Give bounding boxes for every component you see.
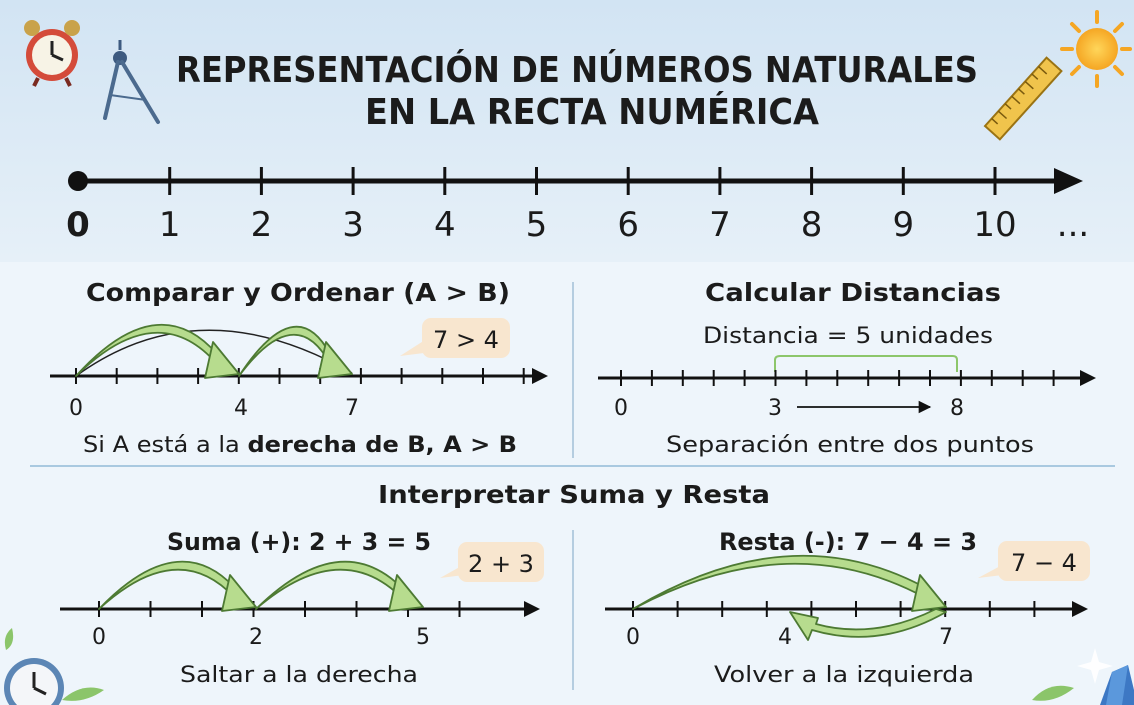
main-tick-label: 6 bbox=[617, 205, 639, 245]
main-tick-label: 2 bbox=[251, 205, 273, 245]
distance-caption: Separación entre dos puntos bbox=[666, 433, 1034, 458]
sub-arrow-back bbox=[789, 608, 947, 641]
sub-bubble: 7 − 4 bbox=[978, 541, 1090, 581]
crystal-icon bbox=[1100, 665, 1134, 705]
main-tick-label: 3 bbox=[342, 205, 364, 245]
ruler-icon bbox=[983, 56, 1063, 141]
compare-caption-bold: derecha de B, A > B bbox=[247, 433, 517, 458]
sub-bubble-text: 7 − 4 bbox=[1011, 549, 1077, 577]
compare-caption: Si A está a la derecha de B, A > B bbox=[83, 433, 517, 458]
distance-label: 0 bbox=[614, 396, 628, 421]
sum-caption: Saltar a la derecha bbox=[180, 663, 418, 688]
sum-arrow-2-head bbox=[388, 574, 424, 612]
sum-label: 5 bbox=[416, 625, 430, 650]
compare-bubble: 7 > 4 bbox=[400, 318, 510, 358]
sun-icon bbox=[1060, 10, 1132, 88]
sub-label: 4 bbox=[778, 625, 792, 650]
compare-label: 4 bbox=[234, 396, 248, 421]
sum-number-line: 0 2 5 bbox=[60, 560, 540, 650]
sub-label: 7 bbox=[939, 625, 953, 650]
compare-label: 0 bbox=[69, 396, 83, 421]
main-tick-label: 5 bbox=[526, 205, 548, 245]
header-background bbox=[0, 0, 1134, 262]
main-tick-label: 7 bbox=[709, 205, 731, 245]
sum-bubble: 2 + 3 bbox=[440, 542, 544, 582]
sum-title: Suma (+): 2 + 3 = 5 bbox=[167, 528, 431, 556]
distance-subtitle: Distancia = 5 unidades bbox=[703, 324, 993, 349]
sum-label: 2 bbox=[249, 625, 263, 650]
compare-arrow-1-head bbox=[204, 341, 240, 379]
alarm-clock-icon bbox=[24, 20, 80, 87]
main-tick-label: 10 bbox=[973, 205, 1016, 245]
compare-arrow-2-head bbox=[317, 341, 353, 379]
sparkle-icon bbox=[1077, 648, 1113, 684]
distance-number-line: 0 3 8 bbox=[598, 370, 1096, 421]
compare-label: 7 bbox=[345, 396, 359, 421]
sum-bubble-text: 2 + 3 bbox=[468, 550, 534, 578]
sum-arrow-1-head bbox=[221, 574, 257, 612]
main-tick-label: 0 bbox=[66, 205, 90, 245]
compare-outline-arc bbox=[75, 329, 353, 377]
distance-label: 8 bbox=[950, 396, 964, 421]
compare-number-line: 0 4 7 bbox=[50, 323, 548, 421]
main-tick-label: 4 bbox=[434, 205, 456, 245]
sub-number-line: 0 4 7 bbox=[605, 554, 1088, 650]
main-tick-label: 8 bbox=[801, 205, 823, 245]
compare-bubble-text: 7 > 4 bbox=[433, 326, 499, 354]
title-line-2: EN LA RECTA NUMÉRICA bbox=[365, 91, 819, 133]
operations-title: Interpretar Suma y Resta bbox=[378, 480, 770, 509]
main-tick-label: 1 bbox=[159, 205, 181, 245]
compass-icon bbox=[103, 40, 160, 124]
sum-label: 0 bbox=[92, 625, 106, 650]
clock-icon bbox=[4, 658, 64, 705]
sub-label: 0 bbox=[626, 625, 640, 650]
leaf-icon bbox=[4, 628, 1074, 701]
sub-arrow-forward-head bbox=[911, 574, 947, 612]
title-line-1: REPRESENTACIÓN DE NÚMEROS NATURALES bbox=[176, 49, 978, 91]
compare-title: Comparar y Ordenar (A > B) bbox=[86, 278, 510, 307]
compare-caption-plain: Si A está a la bbox=[83, 433, 247, 458]
main-ellipsis: ... bbox=[1057, 205, 1089, 245]
sub-caption: Volver a la izquierda bbox=[714, 663, 974, 688]
distance-title: Calcular Distancias bbox=[705, 278, 1001, 307]
distance-label: 3 bbox=[768, 396, 782, 421]
main-number-line: 0 1 2 3 4 5 6 7 8 9 10 ... bbox=[66, 167, 1089, 245]
main-tick-label: 9 bbox=[892, 205, 914, 245]
distance-brace bbox=[774, 355, 958, 372]
sub-title: Resta (-): 7 − 4 = 3 bbox=[719, 528, 977, 556]
origin-point bbox=[68, 171, 88, 191]
